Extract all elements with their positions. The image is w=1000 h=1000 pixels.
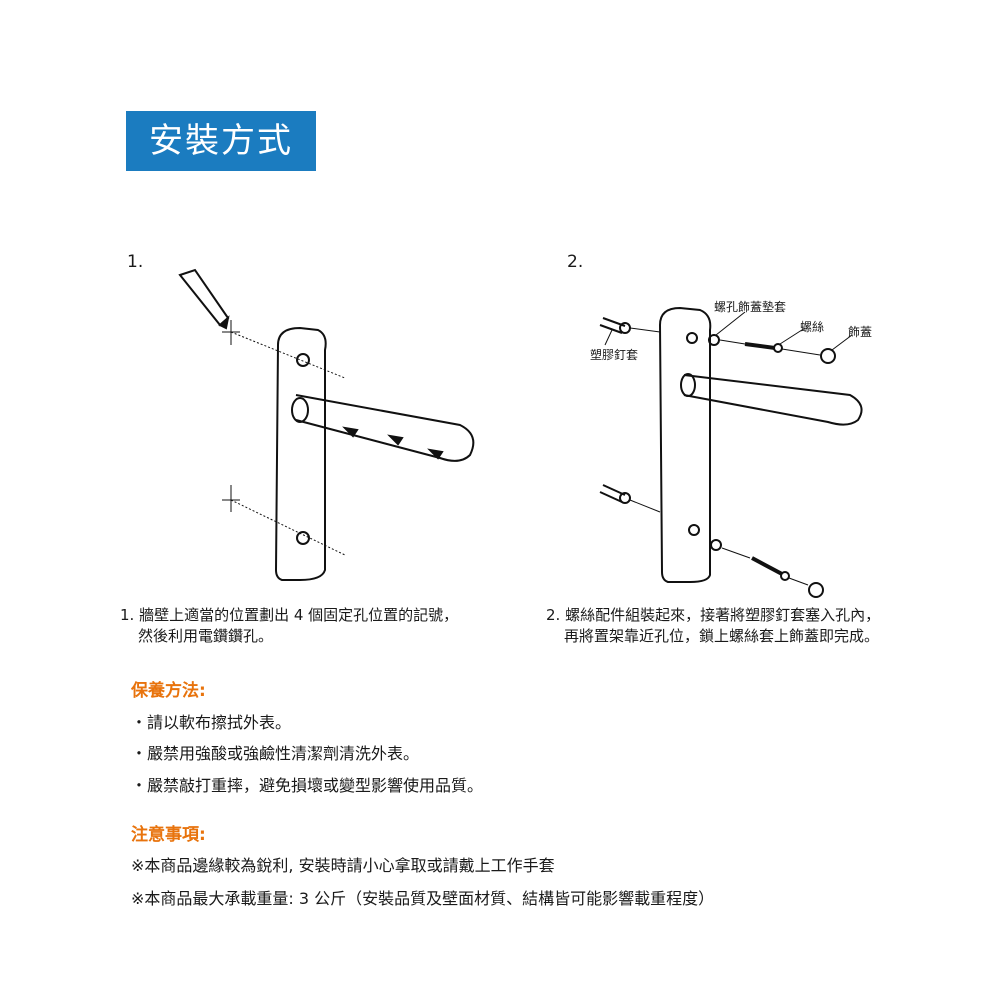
screw-label: 螺絲 xyxy=(800,320,825,334)
step1-caption: 1. 牆壁上適當的位置劃出 4 個固定孔位置的記號， 然後利用電鑽鑽孔。 xyxy=(120,605,458,647)
caption-line: 2. 螺絲配件組裝起來，接著將塑膠釘套塞入孔內， xyxy=(546,606,881,624)
caption-line: 然後利用電鑽鑽孔。 xyxy=(138,627,274,645)
washer-label: 螺孔飾蓋墊套 xyxy=(714,300,787,314)
notes-heading: 注意事項: xyxy=(131,825,206,845)
anchor-label: 塑膠釘套 xyxy=(590,348,639,362)
page-title: 安裝方式 xyxy=(126,111,316,171)
care-heading: 保養方法: xyxy=(131,681,206,701)
step1-illustration xyxy=(178,268,475,581)
step1-number: 1. xyxy=(127,252,144,272)
caption-line: 再將置架靠近孔位，鎖上螺絲套上飾蓋即完成。 xyxy=(564,627,880,645)
note-item: ※本商品最大承載重量: 3 公斤（安裝品質及壁面材質、結構皆可能影響載重程度） xyxy=(131,889,715,908)
step2-illustration xyxy=(599,306,863,598)
care-item: ・請以軟布擦拭外表。 xyxy=(131,713,292,732)
note-item: ※本商品邊緣較為銳利, 安裝時請小心拿取或請戴上工作手套 xyxy=(131,856,555,875)
care-item: ・嚴禁用強酸或強鹼性清潔劑清洗外表。 xyxy=(131,744,420,763)
care-item: ・嚴禁敲打重摔，避免損壞或變型影響使用品質。 xyxy=(131,776,484,795)
step2-caption: 2. 螺絲配件組裝起來，接著將塑膠釘套塞入孔內， 再將置架靠近孔位，鎖上螺絲套上… xyxy=(546,605,880,647)
step2-number: 2. xyxy=(567,252,584,272)
cap-label: 飾蓋 xyxy=(848,325,873,339)
caption-line: 1. 牆壁上適當的位置劃出 4 個固定孔位置的記號， xyxy=(120,606,459,624)
